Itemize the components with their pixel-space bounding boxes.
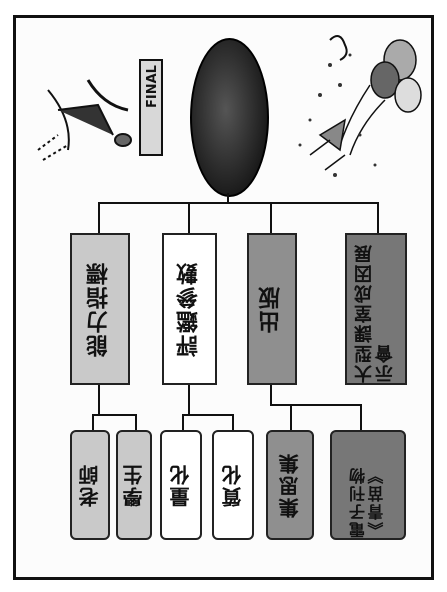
connector-quantitative <box>182 414 184 430</box>
connector-level1-bar <box>98 202 379 204</box>
node-student: 學生 <box>116 430 152 540</box>
figure-with-sign-icon: FINAL <box>37 59 163 161</box>
connector-collection <box>290 404 292 430</box>
connector-ability <box>98 202 100 234</box>
root-oval <box>190 38 269 197</box>
balloons-celebration-icon <box>298 35 422 177</box>
connector-evaluation <box>188 202 190 234</box>
connector-evaluation-bar <box>182 414 234 416</box>
node-collection: 集思集 <box>266 430 314 540</box>
connector-root-stem <box>227 193 229 203</box>
connector-publication-stem <box>270 385 272 405</box>
connector-ability-bar <box>92 414 137 416</box>
final-sign-text: FINAL <box>145 65 160 108</box>
connector-ezine <box>360 404 362 430</box>
node-quantitative: 量化 <box>160 430 202 540</box>
node-teacher: 老師 <box>70 430 110 540</box>
node-ability: 能力指標 <box>70 233 130 385</box>
node-ezine: 電子刊物《青苗》 <box>330 430 406 540</box>
connector-teacher <box>92 414 94 430</box>
connector-student <box>135 414 137 430</box>
node-evaluation: 評鑑參數 <box>162 233 217 385</box>
connector-publication <box>270 202 272 234</box>
node-exhibition: 大型課室成因展示會 <box>345 233 407 385</box>
connector-evaluation-stem <box>188 385 190 415</box>
connector-qualitative <box>232 414 234 430</box>
connector-publication-bar <box>270 404 362 406</box>
connector-exhibition <box>377 202 379 234</box>
node-publication: 出版 <box>247 233 297 385</box>
node-qualitative: 質化 <box>212 430 254 540</box>
connector-ability-stem <box>98 385 100 415</box>
